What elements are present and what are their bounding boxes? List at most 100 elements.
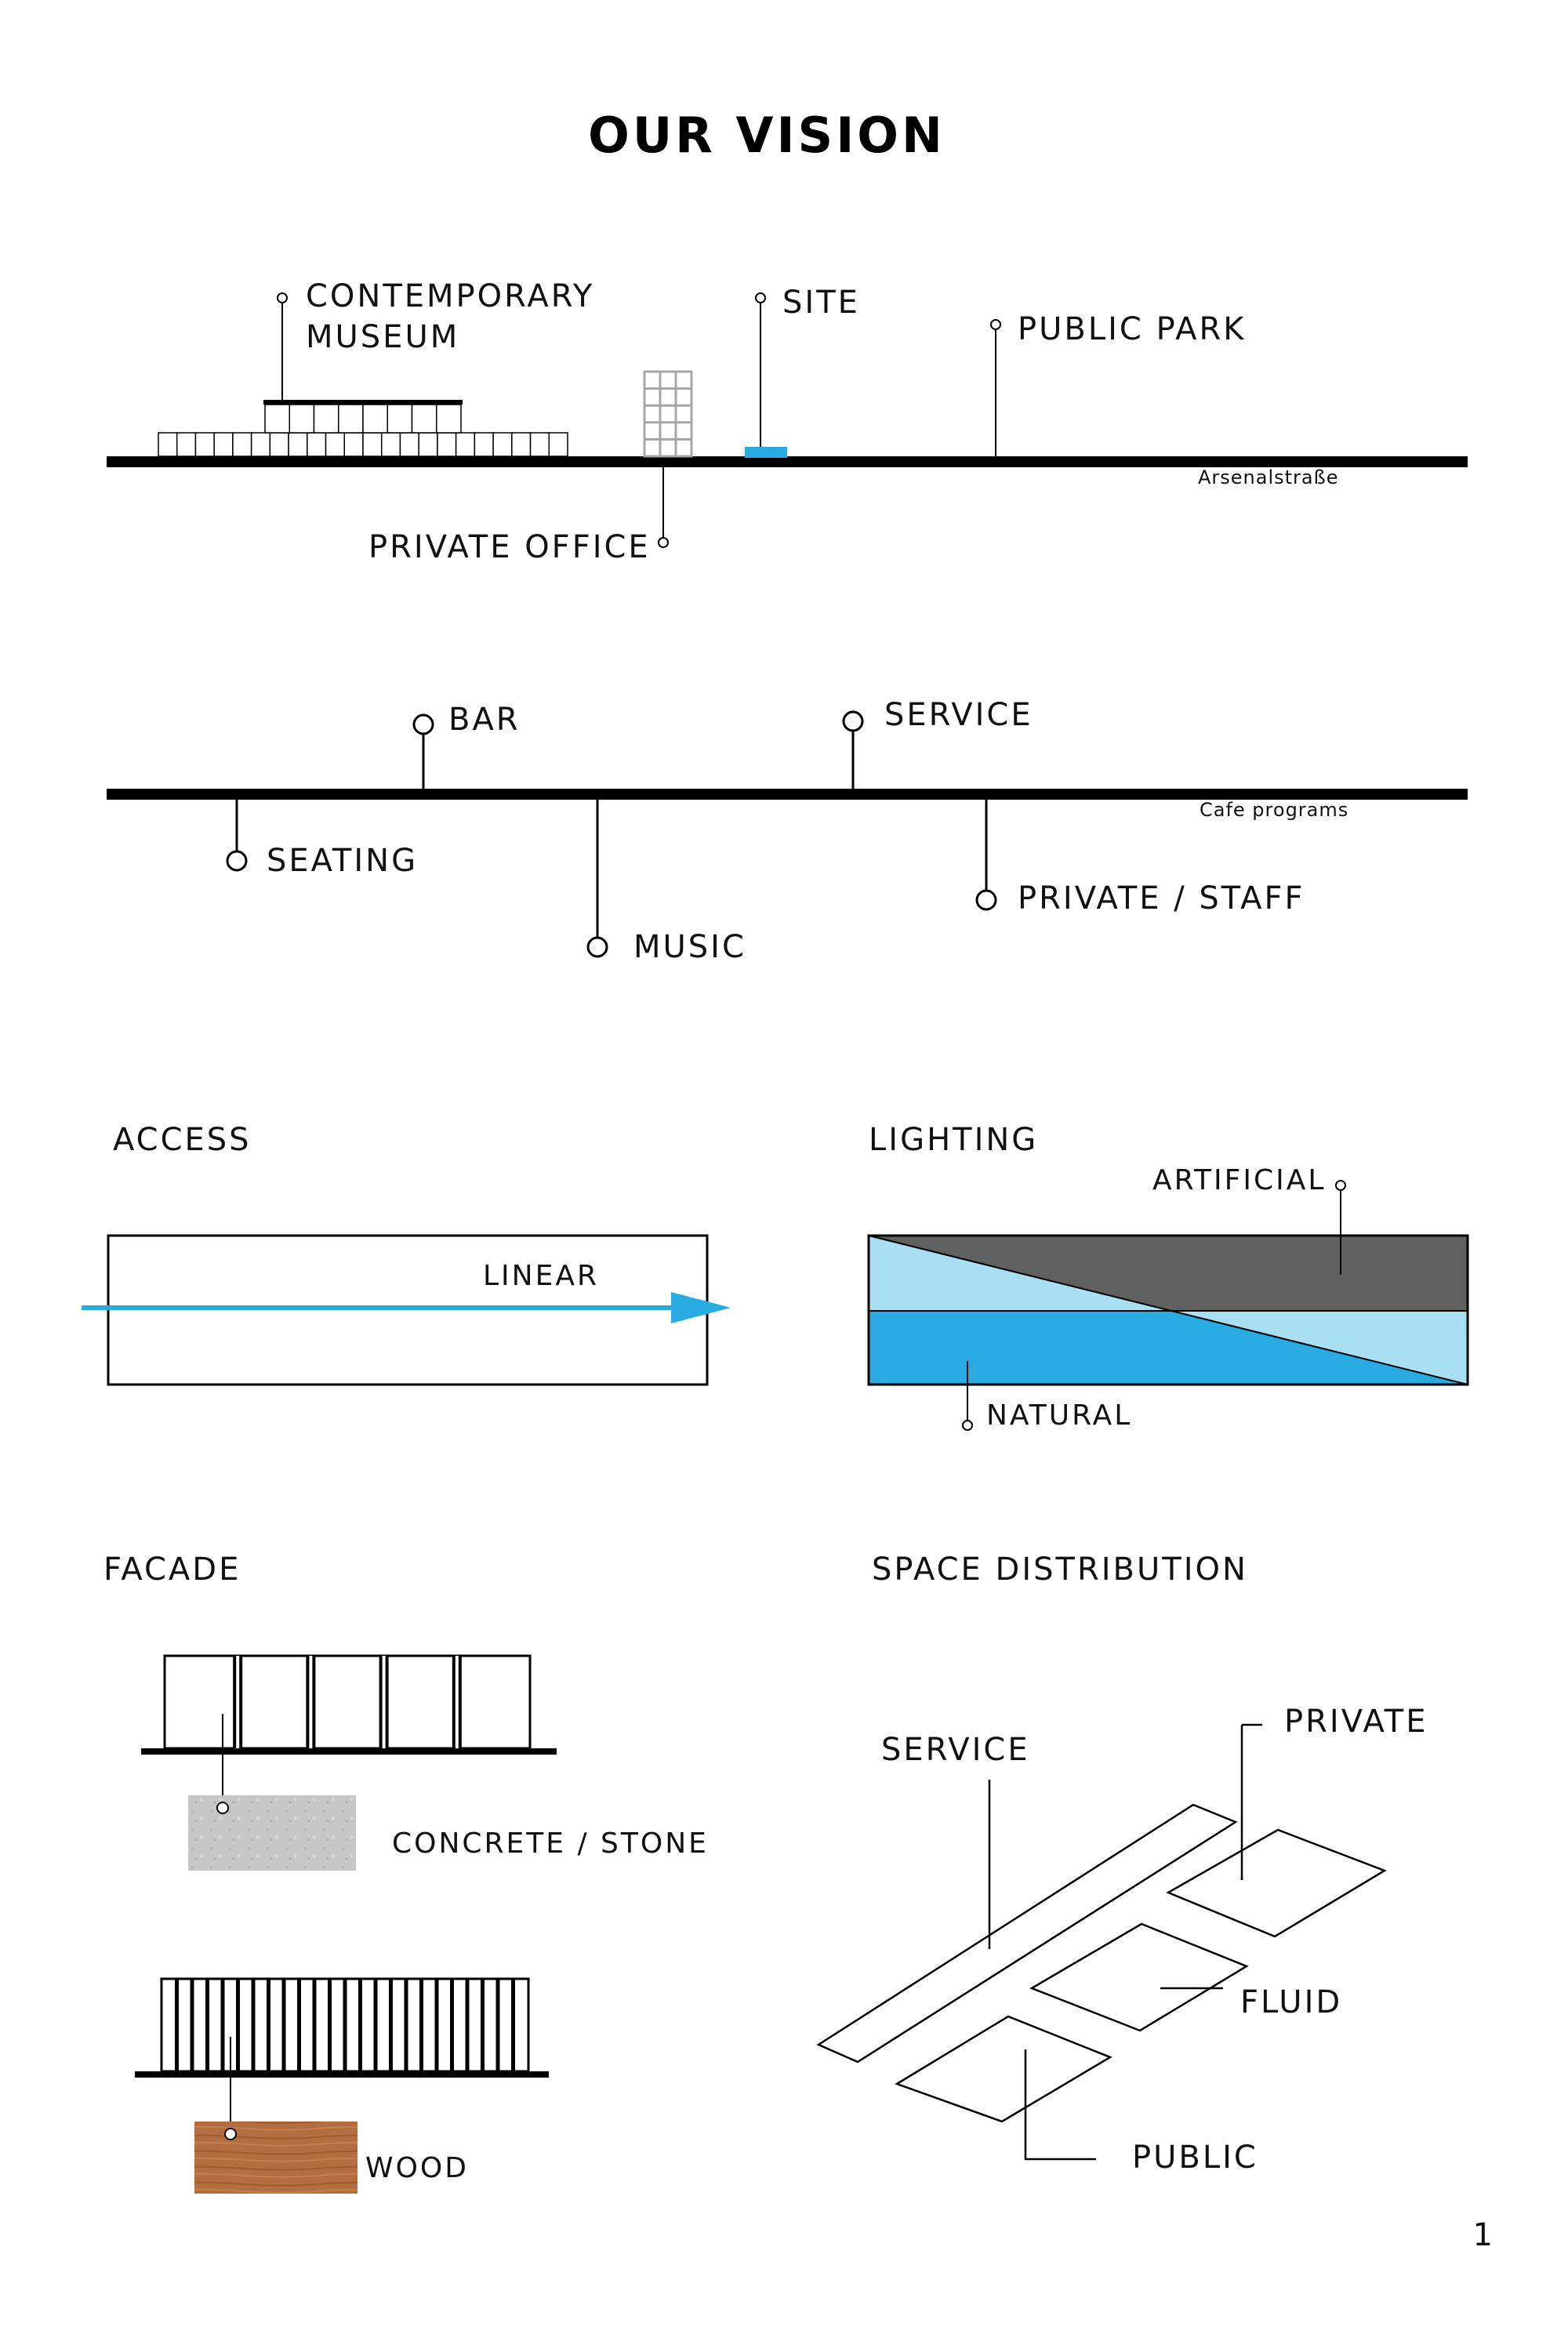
seating-label: SEATING <box>267 840 418 881</box>
facade-wood-slat <box>374 1979 378 2071</box>
museum-upper-cell <box>363 405 387 433</box>
public-park-label: PUBLIC PARK <box>1018 309 1247 350</box>
facade-wood-slat <box>405 1979 408 2071</box>
natural-callout-dot <box>963 1421 972 1430</box>
artificial-label: ARTIFICIAL <box>1152 1160 1326 1201</box>
space-service-label: SERVICE <box>881 1730 1030 1770</box>
programs-axis-label: Cafe programs <box>1200 798 1348 822</box>
office-outline <box>644 372 691 456</box>
museum-lower-cell <box>326 433 345 456</box>
facade-concrete-mullion-gap <box>456 1656 459 1748</box>
space-fluid-label: FLUID <box>1240 1982 1342 2023</box>
space-private-label: PRIVATE <box>1284 1701 1428 1742</box>
facade-wood-slat <box>205 1979 209 2071</box>
lighting-diagram <box>869 1181 1468 1430</box>
facade-wood-slat <box>511 1979 515 2071</box>
facade-diagrams <box>135 1656 557 2194</box>
facade-wood-ground <box>135 2071 549 2078</box>
facade-wood-slat <box>282 1979 286 2071</box>
facade-concrete-callout-dot <box>217 1802 228 1813</box>
park-callout-dot <box>991 320 1000 329</box>
museum-lower-cell <box>437 433 456 456</box>
facade-wood-slat <box>252 1979 256 2071</box>
facade-wood-slat <box>236 1979 240 2071</box>
space-public-label: PUBLIC <box>1132 2137 1258 2178</box>
music-callout-dot <box>588 938 607 956</box>
service-callout-dot <box>844 712 862 731</box>
museum-lower-cell <box>307 433 326 456</box>
museum-lower-cell <box>363 433 382 456</box>
museum-upper-cell <box>437 405 461 433</box>
museum-lower-cell <box>158 433 177 456</box>
museum-label-line1: CONTEMPORARY <box>306 276 594 317</box>
programs-section <box>107 712 1468 956</box>
facade-concrete-mullion-gap <box>383 1656 386 1748</box>
museum-lower-cell <box>233 433 252 456</box>
museum-lower-cell <box>400 433 419 456</box>
space-distribution-heading: SPACE DISTRIBUTION <box>872 1549 1248 1590</box>
page-title: OUR VISION <box>0 107 1534 164</box>
access-diagram <box>82 1236 731 1385</box>
museum-lower-cell <box>549 433 568 456</box>
facade-concrete <box>165 1656 530 1748</box>
facade-wood-slat <box>313 1979 317 2071</box>
facade-wood-slat <box>297 1979 301 2071</box>
office-callout-dot <box>659 538 668 547</box>
facade-wood-callout-dot <box>225 2129 236 2140</box>
wood-swatch <box>194 2122 358 2194</box>
public-zone <box>897 2016 1110 2122</box>
private-office-label: PRIVATE OFFICE <box>368 527 651 568</box>
museum-upper-cell <box>387 405 412 433</box>
museum-lower-cell <box>177 433 196 456</box>
concrete-swatch <box>188 1795 356 1871</box>
museum-lower-cell <box>493 433 512 456</box>
facade-concrete-mullion-gap <box>309 1656 312 1748</box>
facade-wood-slat <box>450 1979 454 2071</box>
site-marker <box>745 447 787 458</box>
access-heading: ACCESS <box>113 1120 252 1160</box>
site-label: SITE <box>782 282 860 323</box>
bar-callout-dot <box>414 715 433 734</box>
space-distribution-diagram <box>818 1725 1385 2159</box>
museum-roof <box>263 400 463 405</box>
museum-lower-cell <box>195 433 214 456</box>
lighting-heading: LIGHTING <box>869 1120 1038 1160</box>
facade-wood-slat <box>343 1979 347 2071</box>
museum-lower-cell <box>531 433 550 456</box>
fluid-zone <box>1032 1924 1247 2031</box>
facade-wood-slat <box>191 1979 194 2071</box>
facade-wood-slat <box>358 1979 362 2071</box>
museum-lower-cell <box>252 433 270 456</box>
site-callout-dot <box>756 293 765 303</box>
concrete-stone-label: CONCRETE / STONE <box>392 1824 709 1864</box>
museum-upper-cell <box>339 405 363 433</box>
facade-wood-slat <box>466 1979 470 2071</box>
facade-wood-slat <box>496 1979 500 2071</box>
museum-upper-cell <box>412 405 437 433</box>
facade-wood-slat <box>419 1979 423 2071</box>
facade-concrete-mullion-gap <box>236 1656 239 1748</box>
museum-upper-cell <box>289 405 314 433</box>
museum-lower-cell <box>456 433 475 456</box>
bar-label: BAR <box>448 699 521 740</box>
museum-lower-cell <box>270 433 289 456</box>
facade-wood-slat <box>267 1979 270 2071</box>
facade-wood-slat <box>435 1979 439 2071</box>
page-number: 1 <box>1473 2217 1493 2253</box>
museum-upper-cell <box>265 405 289 433</box>
museum-lower-cell <box>419 433 437 456</box>
facade-wood-slat <box>389 1979 393 2071</box>
natural-label: NATURAL <box>986 1396 1132 1436</box>
street-label: Arsenalstraße <box>1198 466 1339 489</box>
private-staff-label: PRIVATE / STAFF <box>1018 878 1305 919</box>
museum-callout-dot <box>278 293 287 303</box>
facade-concrete-outline <box>165 1656 530 1748</box>
artificial-callout-dot <box>1336 1181 1345 1190</box>
museum-lower-cell <box>382 433 401 456</box>
access-linear-label: LINEAR <box>483 1256 599 1297</box>
museum-building <box>158 400 568 456</box>
music-label: MUSIC <box>633 927 746 967</box>
museum-lower-cell <box>512 433 531 456</box>
museum-label-line2: MUSEUM <box>306 317 459 358</box>
